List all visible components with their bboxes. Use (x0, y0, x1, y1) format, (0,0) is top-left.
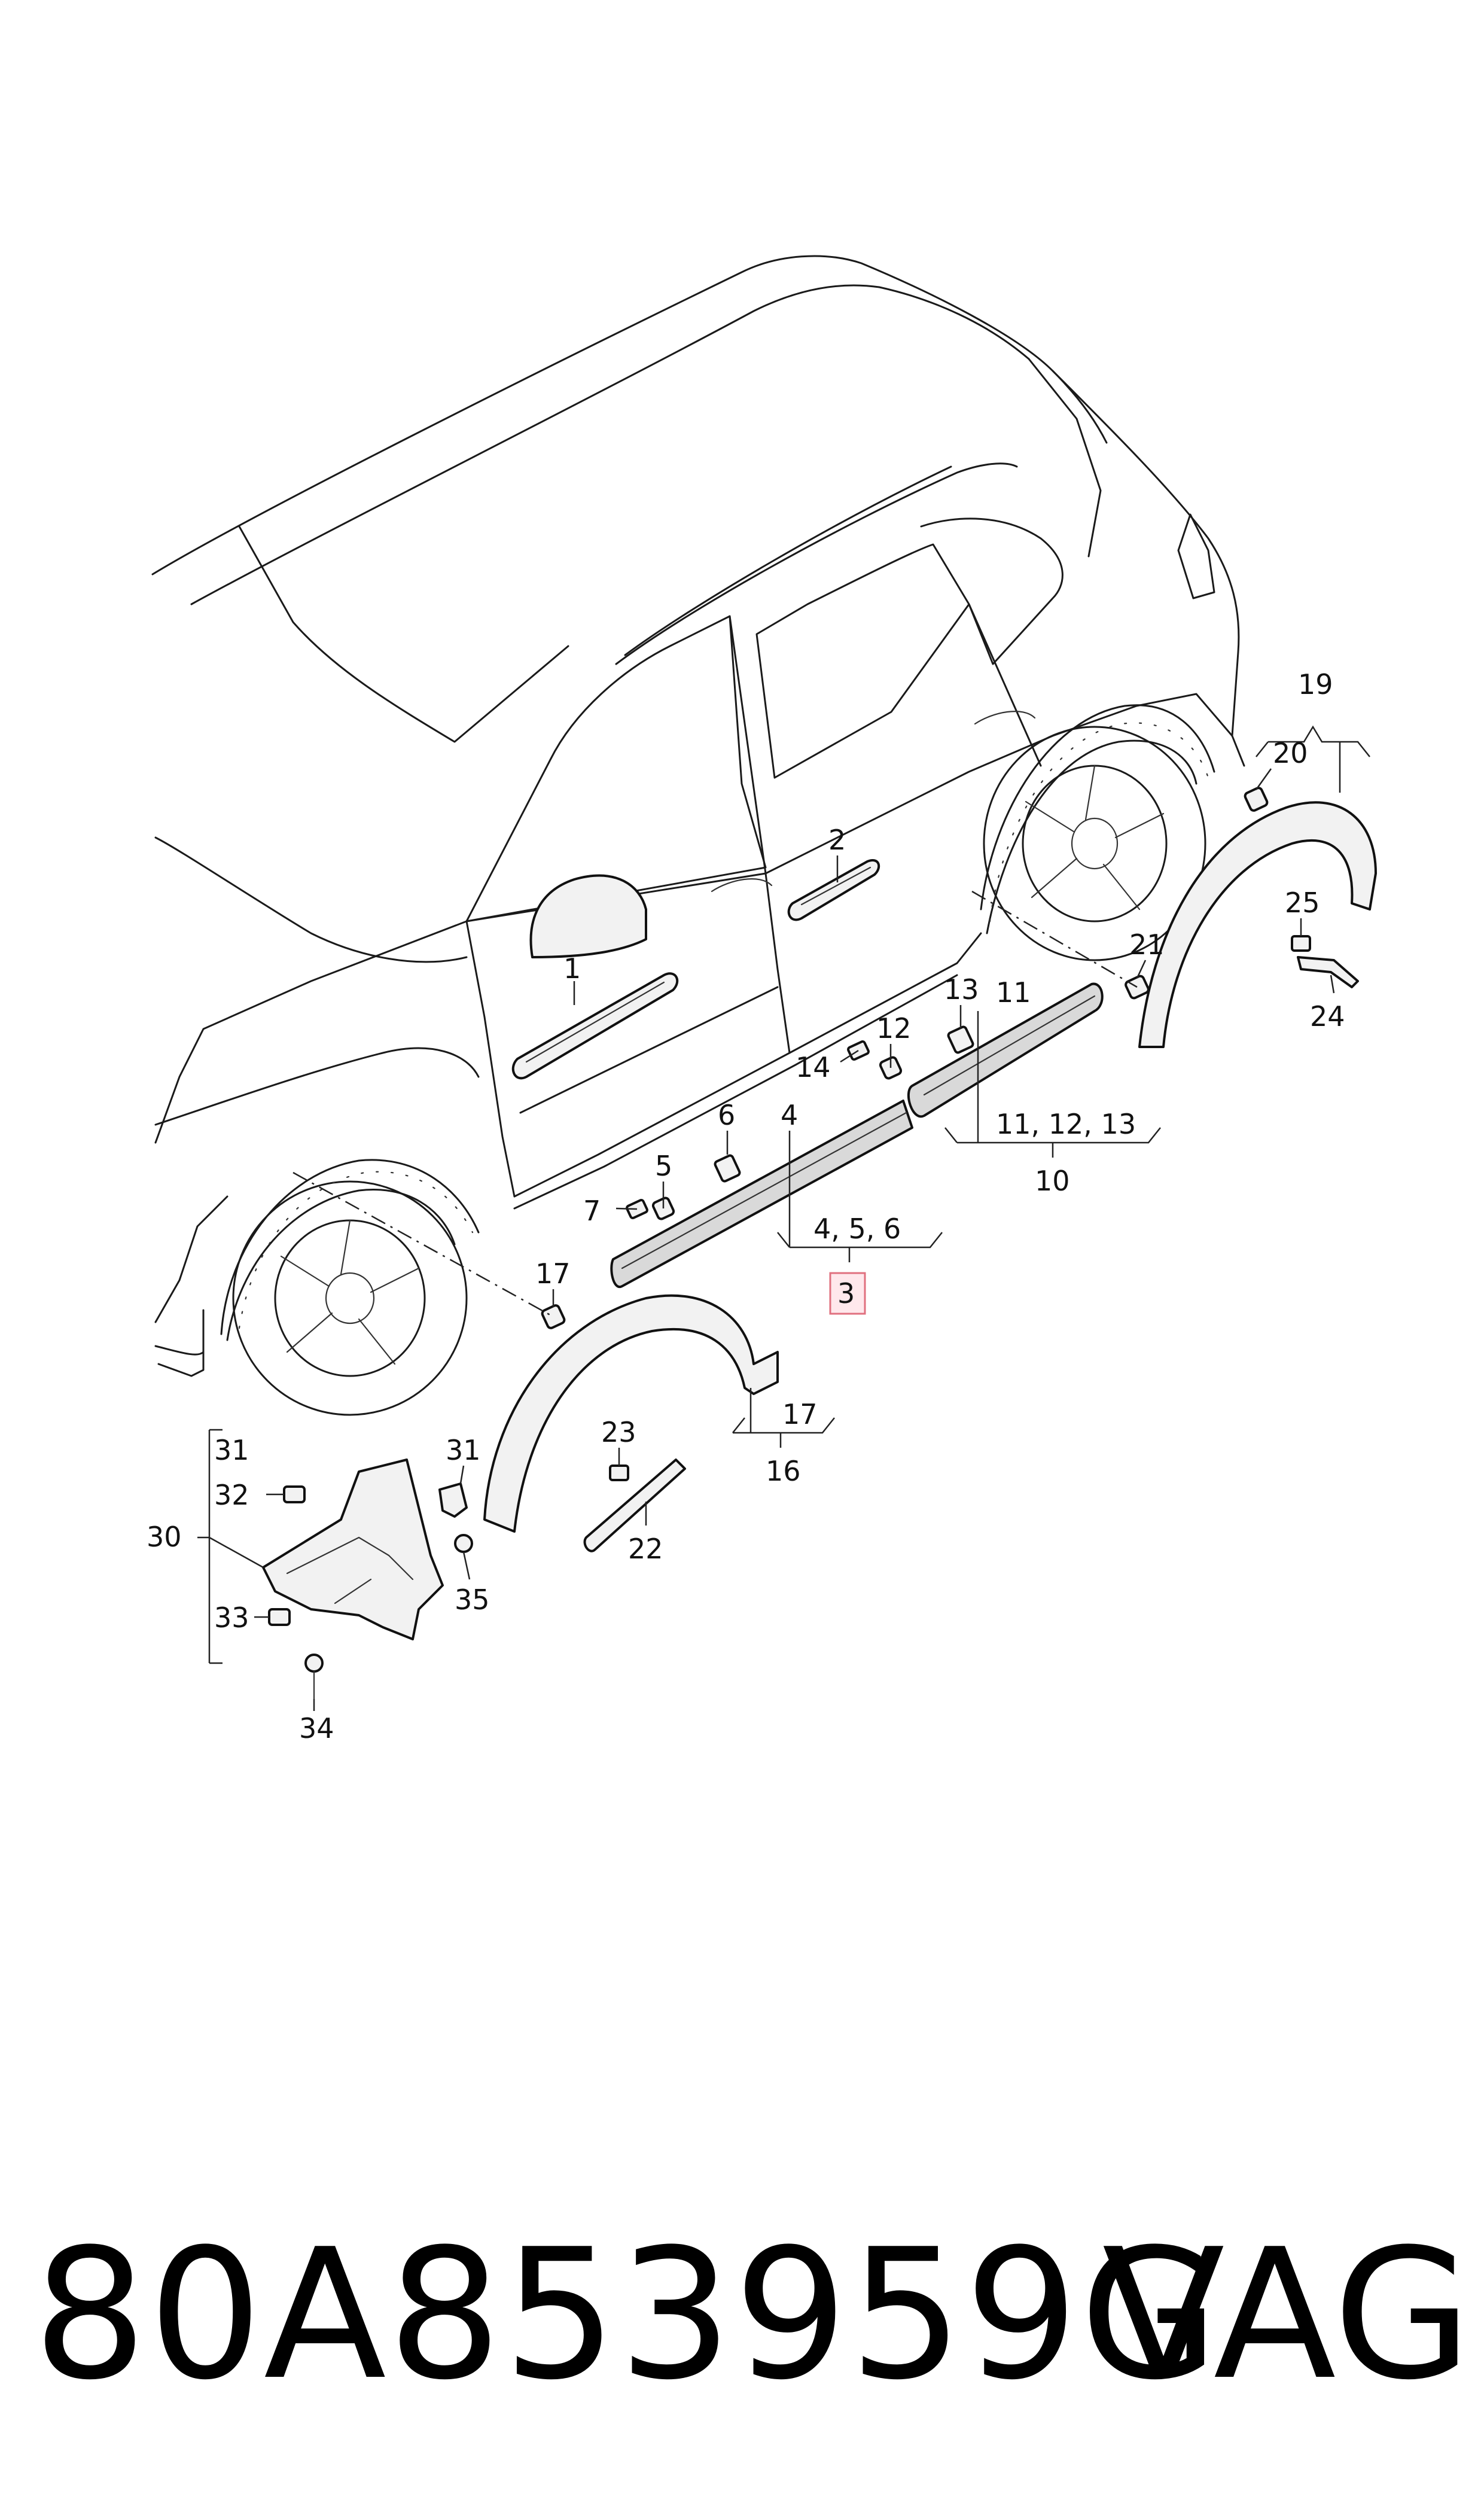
callout-10: 10 (1035, 1165, 1070, 1197)
callout-6: 6 (718, 1099, 735, 1131)
part-4-sill-moulding (610, 1100, 913, 1289)
callout-7: 7 (583, 1195, 601, 1227)
callout-12: 12 (876, 1012, 912, 1045)
car-body-outline (151, 255, 1245, 1416)
callout-23: 23 (601, 1416, 636, 1448)
callout-11-12-13: 11, 12, 13 (996, 1108, 1136, 1140)
part-22-trim-strip (583, 1459, 686, 1552)
callout-30: 30 (147, 1521, 182, 1553)
callout-34: 34 (299, 1712, 334, 1744)
brand-name: VAG (1102, 2211, 1472, 2419)
callout-17-lower: 17 (782, 1398, 818, 1430)
callout-32: 32 (214, 1479, 249, 1511)
callout-20: 20 (1273, 737, 1308, 769)
callout-4: 4 (781, 1099, 798, 1131)
callout-31-left: 31 (214, 1434, 249, 1466)
part-11-rear-sill-moulding (907, 982, 1104, 1118)
callout-14: 14 (796, 1051, 831, 1083)
leader-lines (197, 725, 1370, 1711)
highlight-box-part-3 (829, 1272, 866, 1315)
callout-31-right: 31 (446, 1434, 481, 1466)
part-19-rear-arch-trim (1138, 801, 1377, 1048)
callout-16: 16 (766, 1455, 801, 1487)
callout-22: 22 (628, 1533, 663, 1565)
callout-4-5-6: 4, 5, 6 (813, 1213, 901, 1245)
callout-3: 3 (837, 1277, 855, 1310)
part-16-front-arch-trim (483, 1294, 779, 1533)
callout-33: 33 (214, 1601, 249, 1634)
callout-35: 35 (455, 1584, 490, 1616)
callout-21: 21 (1129, 928, 1165, 961)
part-number: 80A853959G (33, 2211, 1220, 2419)
callout-5: 5 (655, 1150, 672, 1182)
callout-13: 13 (944, 973, 979, 1006)
callout-2: 2 (828, 824, 846, 856)
callout-24: 24 (1310, 1000, 1345, 1033)
callout-25: 25 (1285, 887, 1320, 919)
callout-19: 19 (1298, 668, 1333, 701)
callout-1: 1 (563, 952, 581, 985)
callout-labels: 1 2 3 4 4, 5, 6 5 6 7 10 11 11, 12, 13 1… (147, 668, 1345, 1744)
callout-11: 11 (996, 976, 1031, 1009)
part-24-bracket (1297, 956, 1359, 988)
fasteners (268, 787, 1311, 1700)
part-30-splash-shield (262, 1459, 444, 1640)
part-2-rear-door-trim (787, 859, 880, 921)
part-1-front-door-trim (511, 972, 679, 1080)
callout-17-upper: 17 (535, 1258, 571, 1290)
